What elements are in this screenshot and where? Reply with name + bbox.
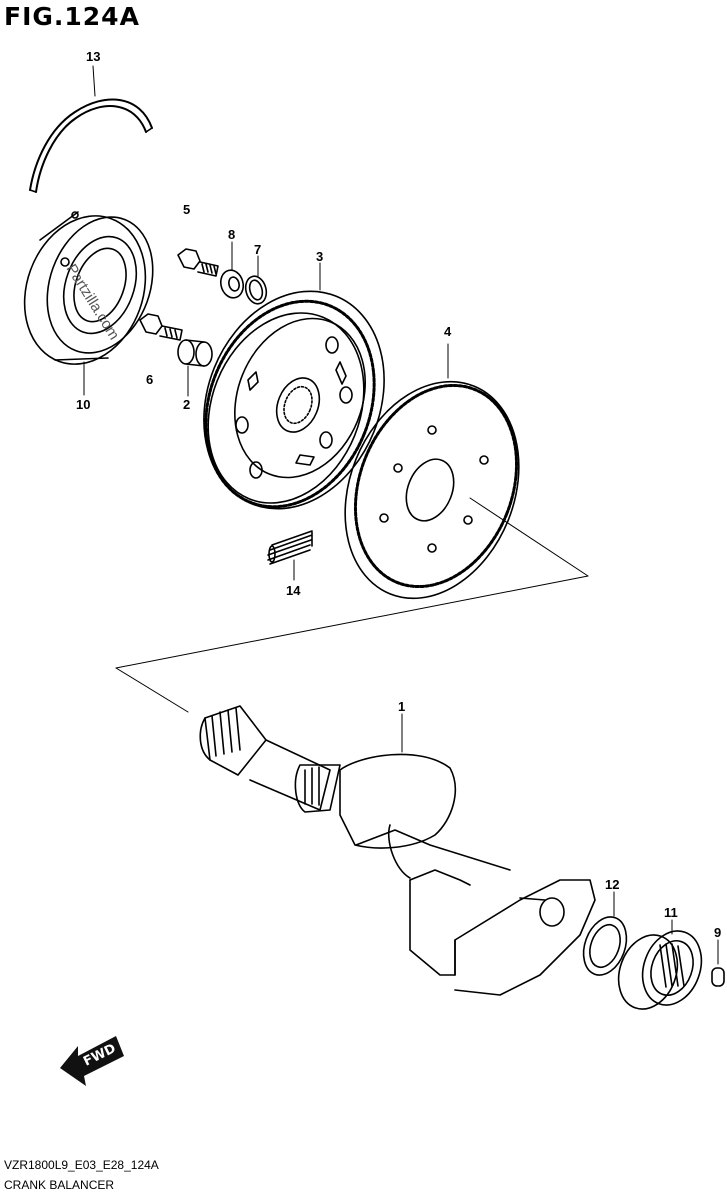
part-1-balancer-shaft xyxy=(199,705,596,996)
assembly-guide-lines xyxy=(115,497,589,713)
part-3-driven-gear xyxy=(203,290,385,510)
callout-4: 4 xyxy=(444,324,452,339)
part-6-bolt xyxy=(139,313,183,341)
diagram-code: VZR1800L9_E03_E28_124A xyxy=(4,1158,159,1172)
part-8-washer xyxy=(219,269,245,299)
callout-13: 13 xyxy=(86,49,101,64)
part-14-spring xyxy=(267,530,313,565)
part-10-bearing xyxy=(23,211,154,365)
callout-9: 9 xyxy=(714,925,722,940)
callout-8: 8 xyxy=(228,227,236,242)
part-2-collar xyxy=(177,339,213,367)
callout-1: 1 xyxy=(398,699,406,714)
figure-title: FIG.124A xyxy=(4,2,140,31)
part-13-snap-ring xyxy=(29,98,153,193)
callout-3: 3 xyxy=(316,249,324,264)
part-7-oring xyxy=(244,275,268,305)
callout-12: 12 xyxy=(605,877,620,892)
fwd-arrow-icon: FWD xyxy=(60,1036,124,1086)
callout-2: 2 xyxy=(183,397,191,412)
callout-14: 14 xyxy=(286,583,301,598)
callout-10: 10 xyxy=(76,397,91,412)
callout-5: 5 xyxy=(183,202,191,217)
callout-6: 6 xyxy=(146,372,154,387)
callout-7: 7 xyxy=(254,242,262,257)
part-9-pin xyxy=(711,967,725,987)
part-11-needle-bearing xyxy=(617,930,703,1010)
part-12-washer xyxy=(582,916,628,976)
part-5-bolt xyxy=(177,248,219,277)
part-4-balancer-gear xyxy=(344,380,520,600)
diagram-caption: CRANK BALANCER xyxy=(4,1178,115,1192)
watermark: Partzilla.com xyxy=(63,261,123,343)
callout-11: 11 xyxy=(664,905,678,920)
